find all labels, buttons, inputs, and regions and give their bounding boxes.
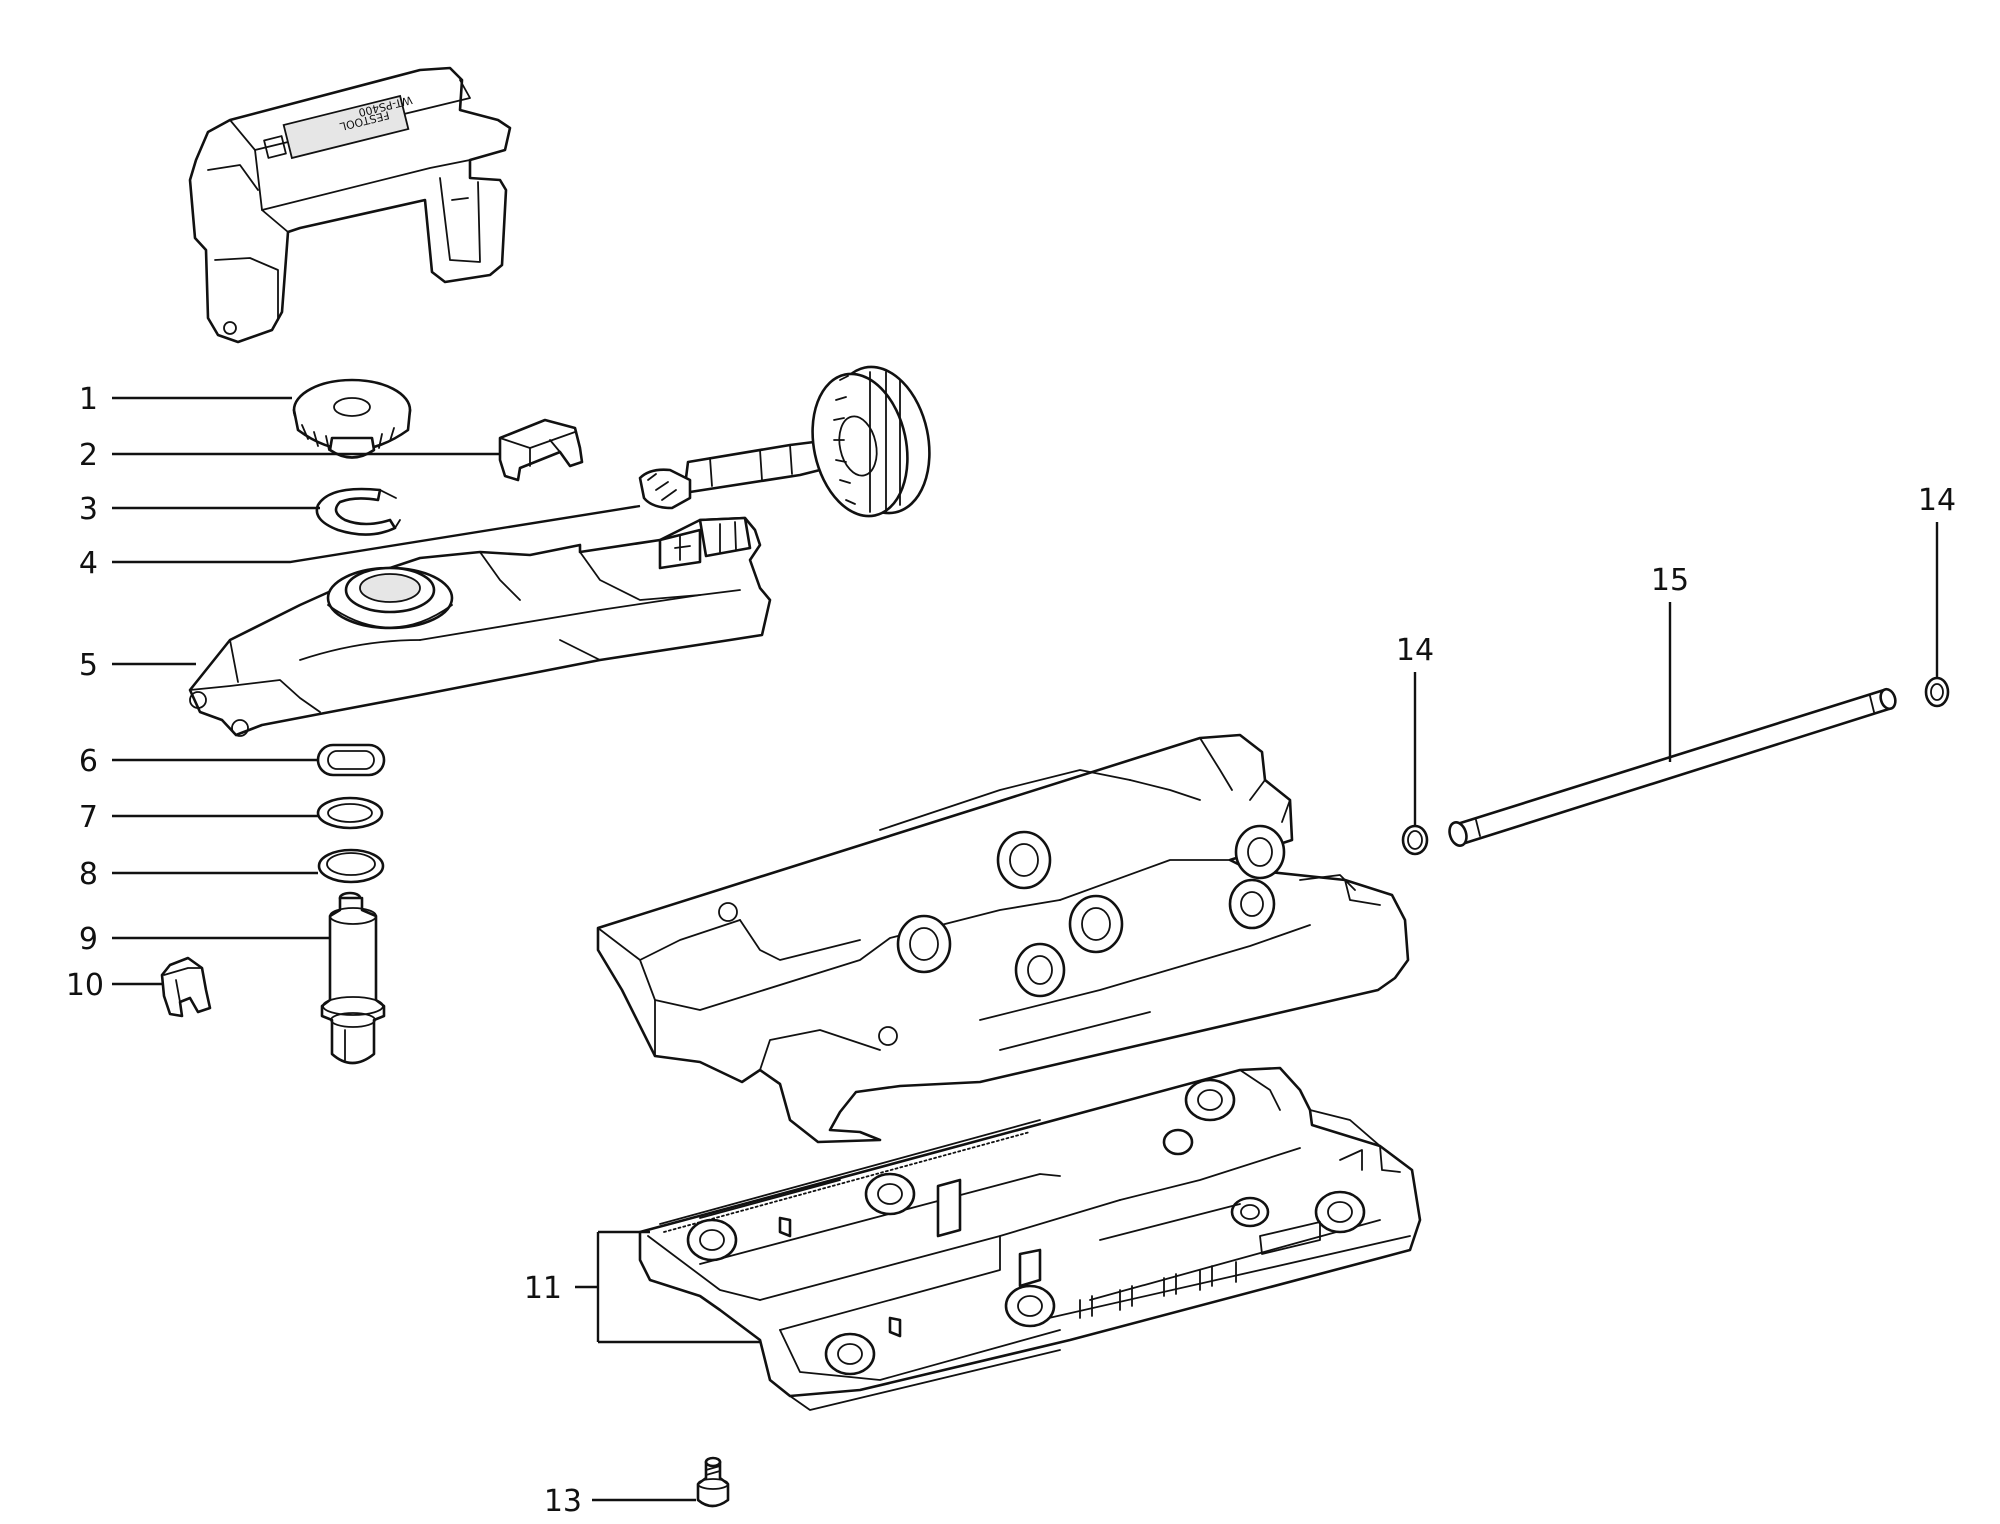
part-9-pin <box>320 891 386 1065</box>
callout-8: 8 <box>79 857 98 892</box>
callout-2: 2 <box>79 438 98 473</box>
part-10-small-clip <box>160 956 212 1018</box>
upper-sole-plate <box>596 733 1410 1144</box>
part-14-retaining-ring-right <box>1924 676 1950 708</box>
part-11-base-plate <box>638 1066 1422 1411</box>
callout-4: 4 <box>79 546 98 581</box>
guide-housing: FESTOOL WT-PS400 <box>188 66 512 344</box>
part-14-retaining-ring-left <box>1401 824 1429 856</box>
part-4-adjuster-shaft <box>638 365 931 518</box>
callout-labels: 1 2 3 4 5 6 7 8 9 10 11 13 14 14 15 <box>66 382 1956 1519</box>
callout-1: 1 <box>79 382 98 417</box>
part-8-ring <box>317 848 385 884</box>
callout-11: 11 <box>524 1271 562 1306</box>
part-13-screw <box>696 1456 730 1508</box>
callout-10: 10 <box>66 968 104 1003</box>
callout-14-left: 14 <box>1396 633 1434 668</box>
part-7-washer <box>316 796 384 830</box>
callout-5: 5 <box>79 648 98 683</box>
part-5-blade-holder <box>188 516 772 737</box>
part-3-circlip <box>315 487 401 536</box>
callout-3: 3 <box>79 492 98 527</box>
callout-14-right: 14 <box>1918 483 1956 518</box>
callout-7: 7 <box>79 800 98 835</box>
part-1-bevel-gear <box>292 378 412 459</box>
callout-15: 15 <box>1651 563 1689 598</box>
callout-13: 13 <box>544 1484 582 1519</box>
part-2-clip <box>498 418 584 482</box>
part-6-oval-seal <box>316 743 386 777</box>
part-15-guide-rod <box>1448 687 1897 847</box>
callout-9: 9 <box>79 922 98 957</box>
leader-lines <box>112 396 1939 1502</box>
callout-6: 6 <box>79 744 98 779</box>
